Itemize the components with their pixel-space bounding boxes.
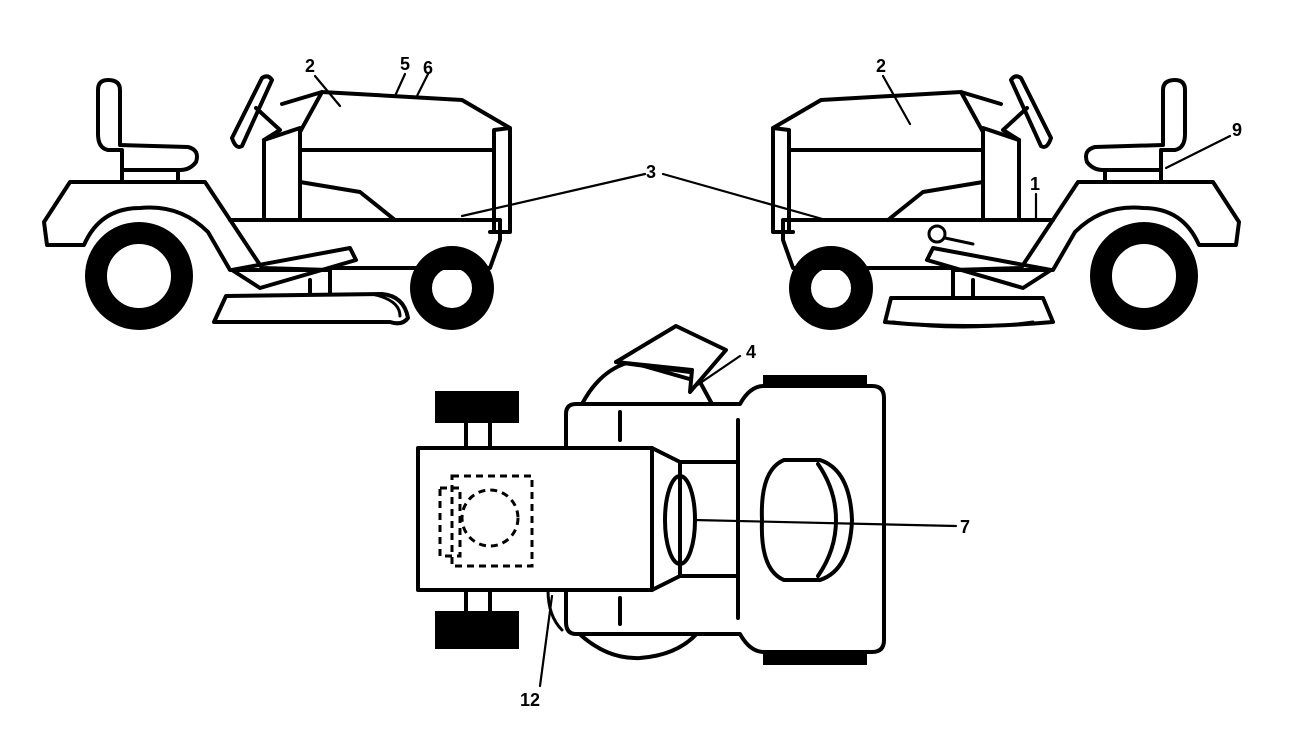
callout-3: 3	[646, 162, 656, 182]
callout-2-left: 2	[305, 56, 315, 76]
right-side-view	[771, 74, 1241, 330]
front-wheel	[789, 246, 873, 330]
callout-4: 4	[746, 342, 756, 362]
callout-labels: 1 2 2 3 4 5 6 7 9 12	[305, 54, 1242, 710]
callout-9: 9	[1232, 120, 1242, 140]
seat	[1084, 78, 1187, 172]
top-view	[416, 324, 886, 665]
callout-7: 7	[960, 517, 970, 537]
left-side-view	[42, 74, 512, 330]
hood	[771, 90, 1003, 234]
front-wheel	[410, 246, 494, 330]
mower-deck	[212, 292, 410, 326]
callout-5: 5	[400, 54, 410, 74]
rear-wheel	[1090, 222, 1198, 330]
discharge-chute	[614, 324, 728, 394]
seat-top	[759, 458, 854, 582]
hood-top	[416, 446, 654, 592]
callout-12: 12	[520, 690, 540, 710]
rear-wheel	[85, 222, 193, 330]
seat	[96, 78, 199, 172]
steering-wheel	[230, 74, 274, 149]
callout-2-right: 2	[876, 56, 886, 76]
hood	[280, 90, 512, 234]
callout-1: 1	[1030, 174, 1040, 194]
leader-lines	[313, 72, 1232, 688]
steering-wheel	[1009, 74, 1053, 149]
callout-6: 6	[423, 58, 433, 78]
